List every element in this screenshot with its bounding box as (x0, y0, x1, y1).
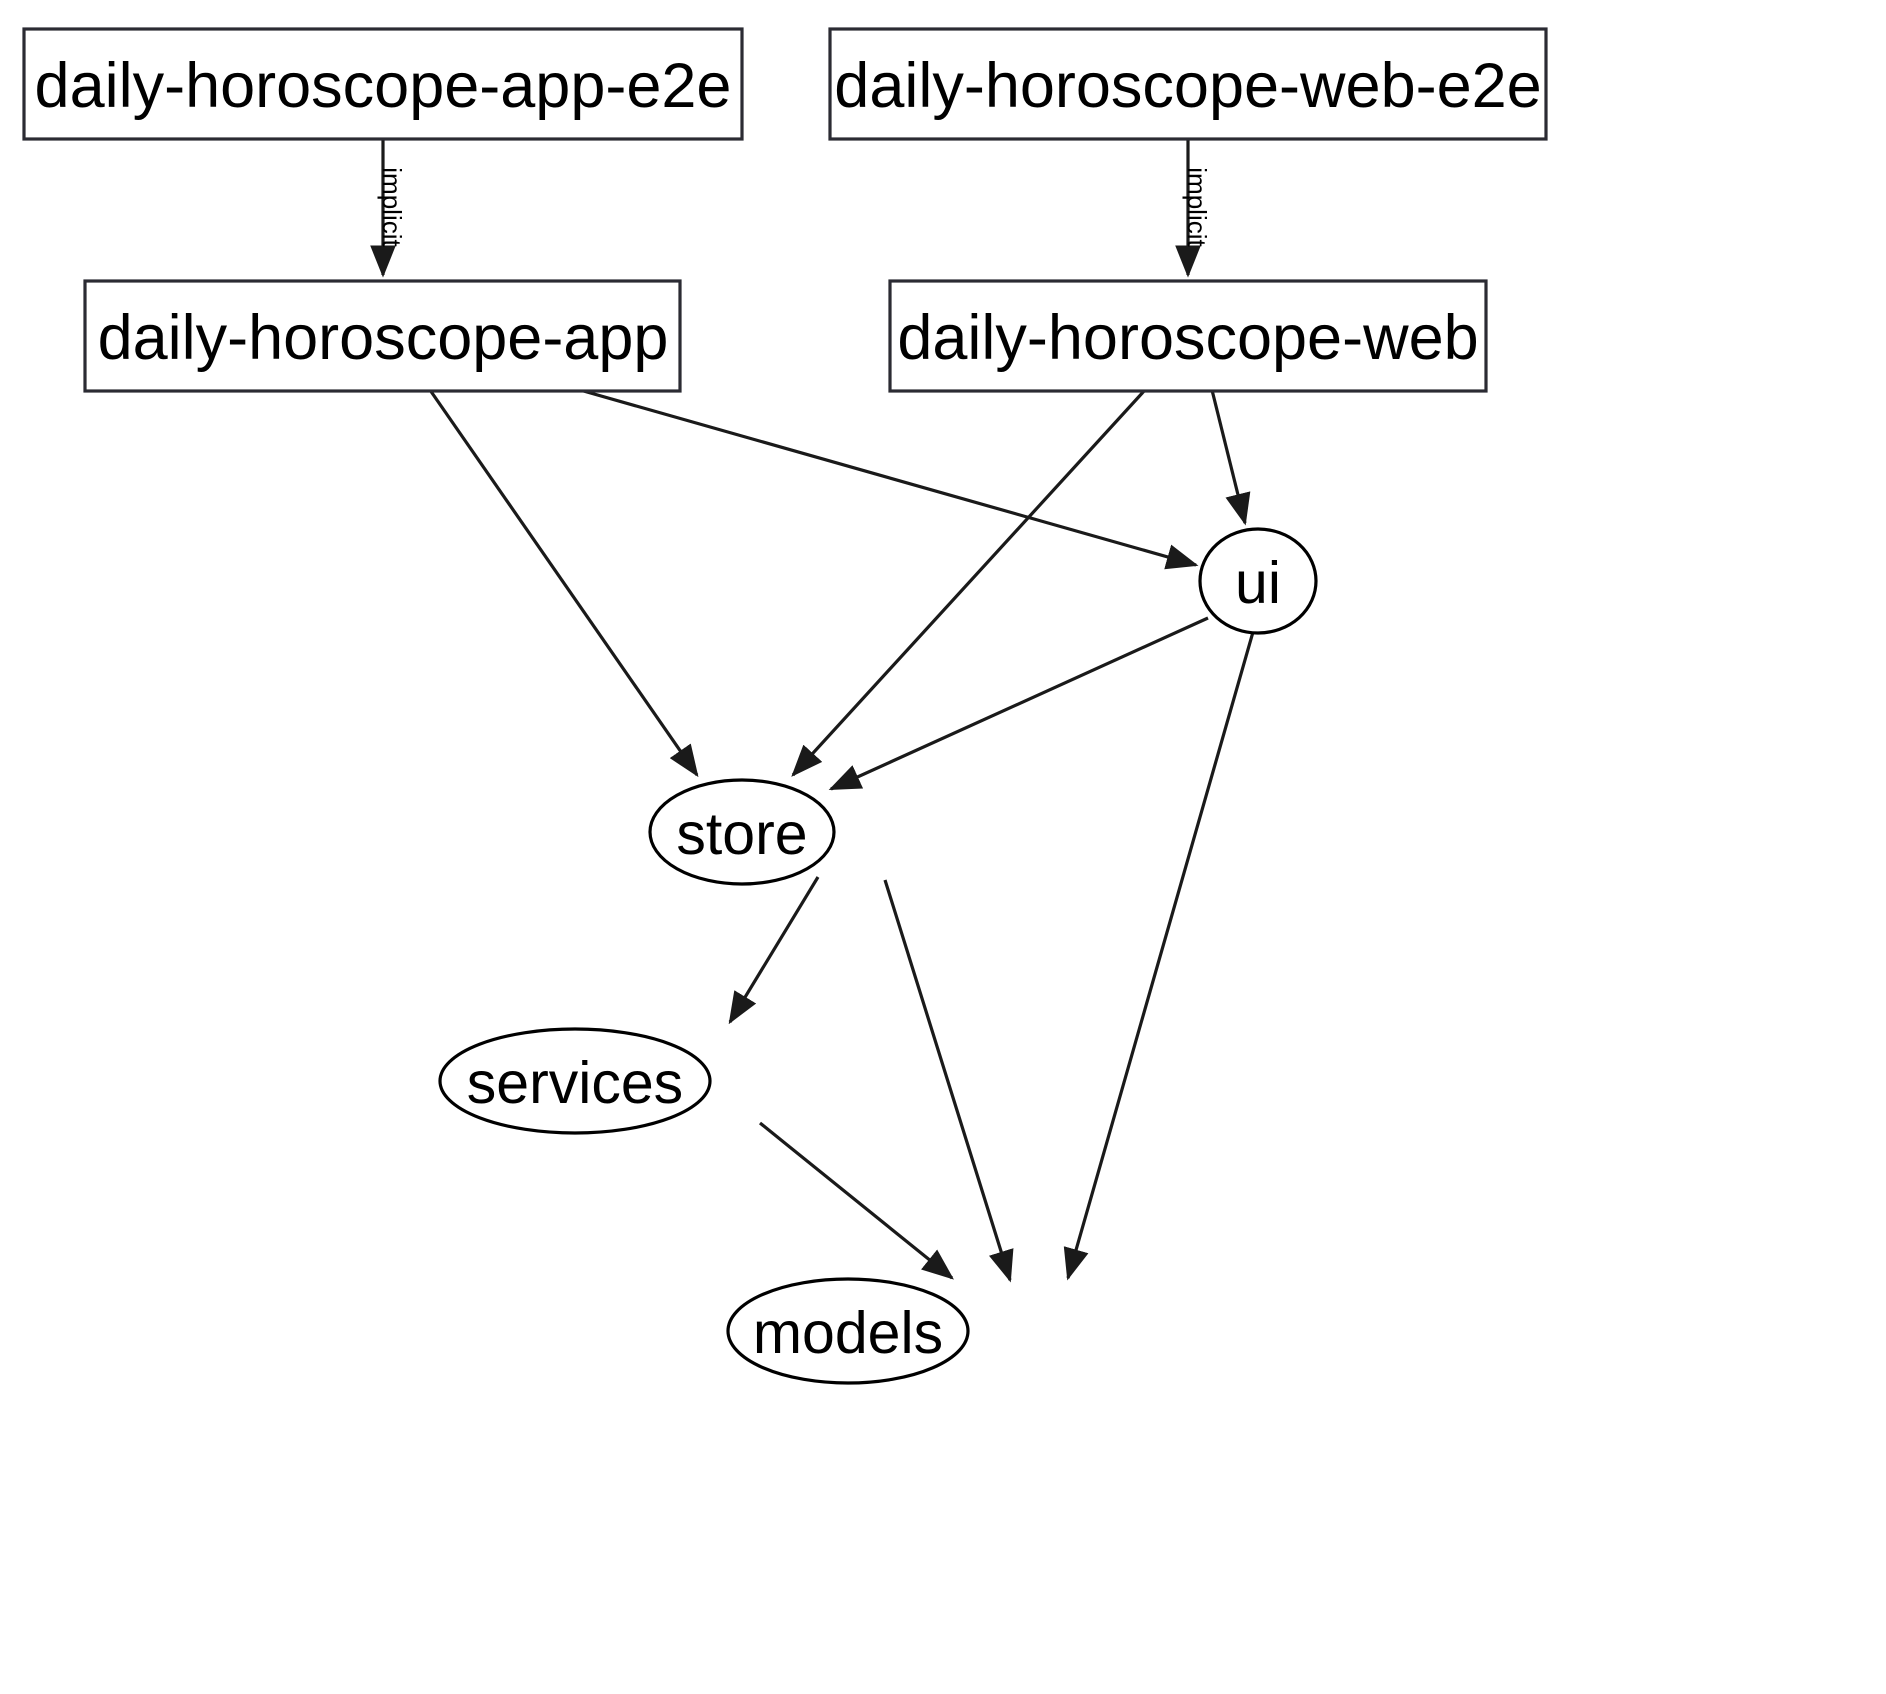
node-daily-horoscope-web-e2e[interactable]: daily-horoscope-web-e2e (828, 27, 1548, 141)
node-models[interactable]: models (726, 1277, 970, 1385)
node-shape-rect[interactable] (22, 27, 744, 141)
node-shape-rect[interactable] (888, 279, 1488, 393)
node-group: daily-horoscope-app-e2e daily-horoscope-… (22, 27, 1548, 1385)
node-label: ui (1235, 550, 1281, 616)
node-label: daily-horoscope-app (98, 303, 669, 373)
node-label: services (467, 1050, 683, 1116)
edge-app-to-store (428, 389, 699, 778)
node-shape-rect[interactable] (83, 279, 682, 393)
node-label: daily-horoscope-app-e2e (35, 51, 732, 121)
node-label: daily-horoscope-web (897, 303, 1478, 373)
edge-label-implicit-web: implicit (1182, 167, 1212, 247)
edge-group (370, 140, 1255, 1283)
node-label: models (753, 1300, 943, 1366)
node-label: daily-horoscope-web-e2e (834, 51, 1541, 121)
node-shape-rect[interactable] (828, 27, 1548, 141)
node-label: store (676, 801, 807, 867)
node-store[interactable]: store (648, 778, 836, 886)
edge-label-group: implicit implicit (377, 167, 1212, 247)
edge-ui-to-store (828, 616, 1209, 791)
edge-services-to-models (758, 1121, 954, 1280)
node-shape-ellipse[interactable] (438, 1027, 712, 1135)
node-shape-ellipse[interactable] (648, 778, 836, 886)
edge-web-to-ui (1210, 389, 1251, 526)
node-ui[interactable]: ui (1198, 527, 1318, 635)
edge-web-to-store (791, 388, 1147, 777)
edge-store-to-models (883, 879, 1014, 1283)
node-daily-horoscope-web[interactable]: daily-horoscope-web (888, 279, 1488, 393)
edge-store-to-services (728, 876, 820, 1025)
node-shape-ellipse[interactable] (726, 1277, 970, 1385)
edge-app-to-ui (579, 388, 1199, 570)
node-shape-ellipse[interactable] (1198, 527, 1318, 635)
edge-ui-to-models (1063, 631, 1255, 1281)
node-daily-horoscope-app-e2e[interactable]: daily-horoscope-app-e2e (22, 27, 744, 141)
edge-label-implicit-app: implicit (377, 167, 407, 247)
node-daily-horoscope-app[interactable]: daily-horoscope-app (83, 279, 682, 393)
node-services[interactable]: services (438, 1027, 712, 1135)
